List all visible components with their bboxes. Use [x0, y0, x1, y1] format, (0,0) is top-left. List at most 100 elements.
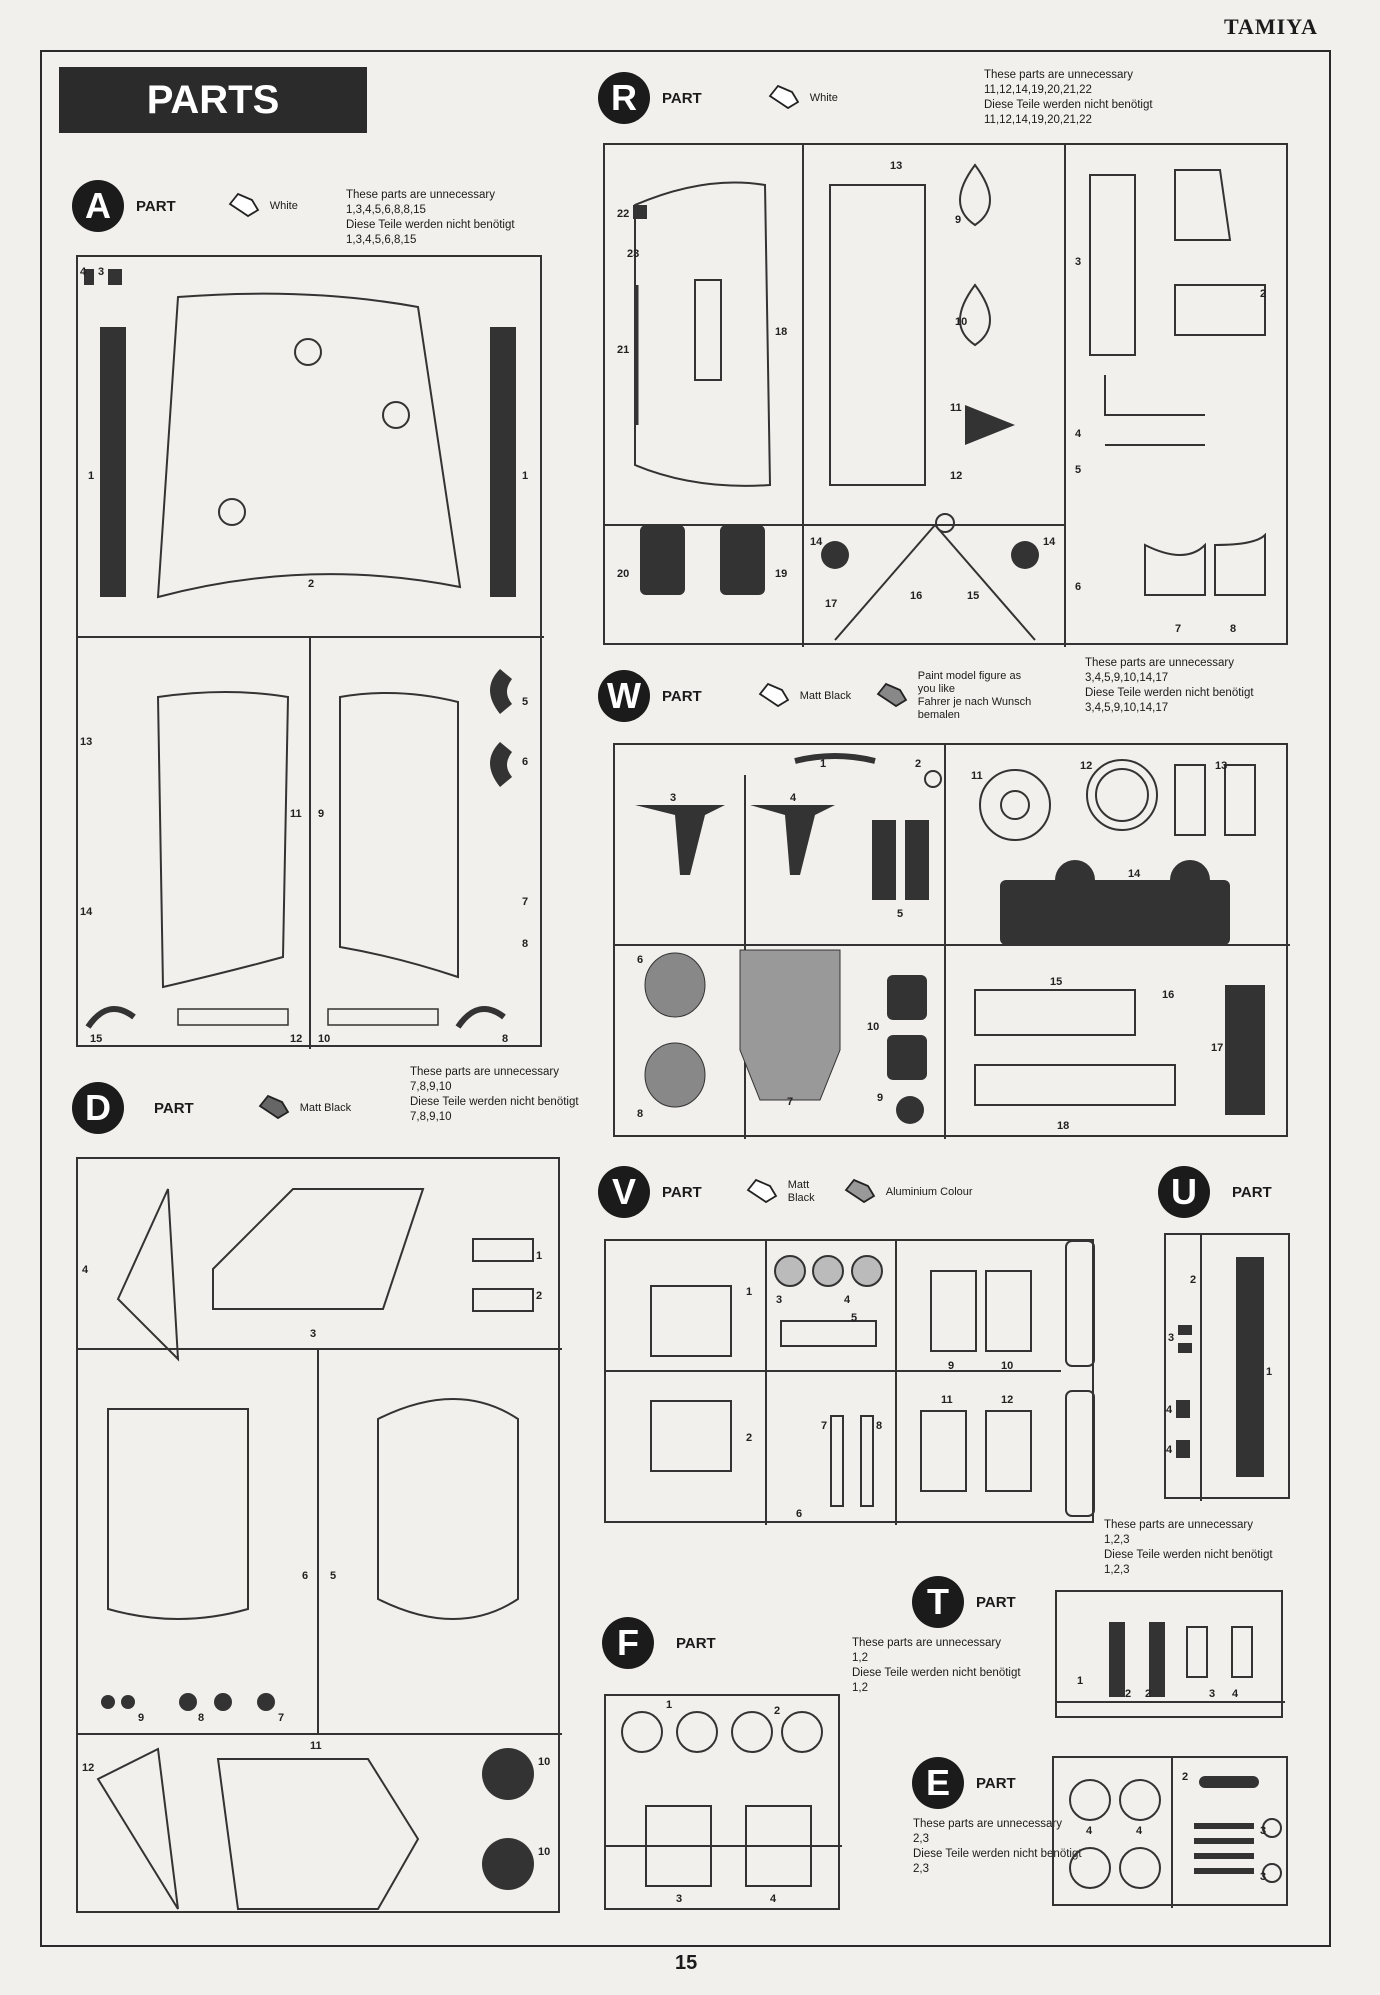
part-number: 6	[522, 756, 528, 768]
section-e-badge: E	[912, 1757, 964, 1809]
svg-text:2: 2	[536, 1290, 542, 1302]
svg-text:3: 3	[776, 1294, 782, 1306]
svg-text:9: 9	[948, 1360, 954, 1372]
svg-text:7: 7	[787, 1096, 793, 1108]
svg-text:15: 15	[967, 590, 979, 602]
svg-text:21: 21	[617, 344, 629, 356]
sprue-v: 3 4 1 5 9 10 14 11 12 2 7 8 6 13	[604, 1239, 1095, 1525]
svg-text:5: 5	[330, 1570, 336, 1582]
svg-text:3: 3	[670, 792, 676, 804]
section-w-header: W PART Matt Black Paint model figure as …	[598, 670, 1038, 722]
svg-text:1: 1	[666, 1699, 672, 1711]
part-number: 4	[80, 266, 87, 278]
aluminium-swatch-icon	[844, 1178, 875, 1204]
svg-text:9: 9	[877, 1092, 883, 1104]
part-number: 11	[290, 808, 302, 820]
part-number: 5	[522, 696, 528, 708]
svg-text:4: 4	[770, 1893, 777, 1905]
part-number: 15	[90, 1033, 102, 1045]
svg-text:3: 3	[1260, 1825, 1266, 1837]
sprue-w: 1 2 3 4 11 12 13 5 14 6 15 16 17 10 8 7 …	[613, 743, 1290, 1139]
svg-text:2: 2	[1182, 1771, 1188, 1783]
section-f-header: F PART	[602, 1617, 716, 1669]
svg-text:6: 6	[796, 1508, 802, 1520]
svg-text:3: 3	[1209, 1688, 1215, 1700]
part-label: PART	[662, 687, 702, 705]
svg-text:14: 14	[810, 536, 823, 548]
svg-text:1: 1	[820, 758, 826, 770]
svg-text:7: 7	[821, 1420, 827, 1432]
svg-text:8: 8	[637, 1108, 643, 1120]
white-paint-swatch-icon	[768, 84, 799, 110]
svg-text:14: 14	[1128, 868, 1141, 880]
svg-text:4: 4	[1166, 1404, 1173, 1416]
part-number: 3	[98, 266, 104, 278]
part-label: PART	[676, 1634, 716, 1652]
svg-text:3: 3	[676, 1893, 682, 1905]
section-d-badge: D	[72, 1082, 124, 1134]
svg-text:16: 16	[1162, 989, 1174, 1001]
svg-text:23: 23	[627, 248, 639, 260]
svg-text:4: 4	[1232, 1688, 1239, 1700]
svg-text:15: 15	[1050, 976, 1062, 988]
svg-text:10: 10	[1001, 1360, 1013, 1372]
svg-text:12: 12	[1080, 760, 1092, 772]
section-t-badge: T	[912, 1576, 964, 1628]
svg-text:2: 2	[774, 1705, 780, 1717]
svg-text:2: 2	[1125, 1688, 1131, 1700]
svg-text:12: 12	[82, 1762, 94, 1774]
svg-text:17: 17	[825, 598, 837, 610]
section-v-badge: V	[598, 1166, 650, 1218]
section-w-badge: W	[598, 670, 650, 722]
outline-paint-swatch-icon	[746, 1178, 777, 1204]
svg-text:5: 5	[897, 908, 903, 920]
part-number: 10	[318, 1033, 330, 1045]
svg-text:11: 11	[310, 1740, 322, 1752]
colour-label: Matt Black	[799, 689, 852, 702]
section-t-header: T PART	[912, 1576, 1016, 1628]
brand-logo: TAMIYA	[1223, 14, 1318, 39]
svg-text:20: 20	[617, 568, 629, 580]
svg-text:7: 7	[1175, 623, 1181, 635]
svg-text:10: 10	[955, 316, 967, 328]
svg-text:4: 4	[1075, 428, 1082, 440]
section-v-header: V PART Matt Black Aluminium Colour	[598, 1166, 973, 1218]
svg-text:13: 13	[1215, 760, 1227, 772]
svg-text:5: 5	[1075, 464, 1081, 476]
part-number: 1	[522, 470, 528, 482]
section-r-badge: R	[598, 72, 650, 124]
svg-text:1: 1	[1077, 1675, 1083, 1687]
svg-text:4: 4	[1086, 1825, 1093, 1837]
svg-text:12: 12	[950, 470, 962, 482]
page-frame	[40, 50, 1331, 1947]
part-number: 8	[522, 938, 528, 950]
svg-text:11: 11	[950, 402, 962, 414]
svg-text:14: 14	[1043, 536, 1056, 548]
svg-text:6: 6	[637, 954, 643, 966]
svg-text:3: 3	[1168, 1332, 1174, 1344]
colour-key: Matt Black	[254, 1092, 351, 1124]
svg-text:9: 9	[138, 1712, 144, 1724]
section-d-header: D PART Matt Black	[72, 1082, 351, 1134]
part-number: 2	[308, 578, 314, 590]
svg-text:2: 2	[746, 1432, 752, 1444]
sprue-t: 1 2 2 3 4	[1055, 1590, 1285, 1718]
part-label: PART	[154, 1099, 194, 1117]
svg-text:4: 4	[1136, 1825, 1143, 1837]
svg-text:8: 8	[1230, 623, 1236, 635]
colour-key-2: Aluminium Colour	[840, 1176, 973, 1208]
svg-text:2: 2	[1260, 288, 1266, 300]
svg-text:8: 8	[198, 1712, 204, 1724]
svg-text:4: 4	[844, 1294, 851, 1306]
svg-text:5: 5	[851, 1312, 857, 1324]
colour-key: Matt Black	[754, 680, 860, 712]
part-label: PART	[1232, 1183, 1272, 1201]
section-e-header: E PART	[912, 1757, 1016, 1809]
section-u-header: U PART	[1158, 1166, 1272, 1218]
